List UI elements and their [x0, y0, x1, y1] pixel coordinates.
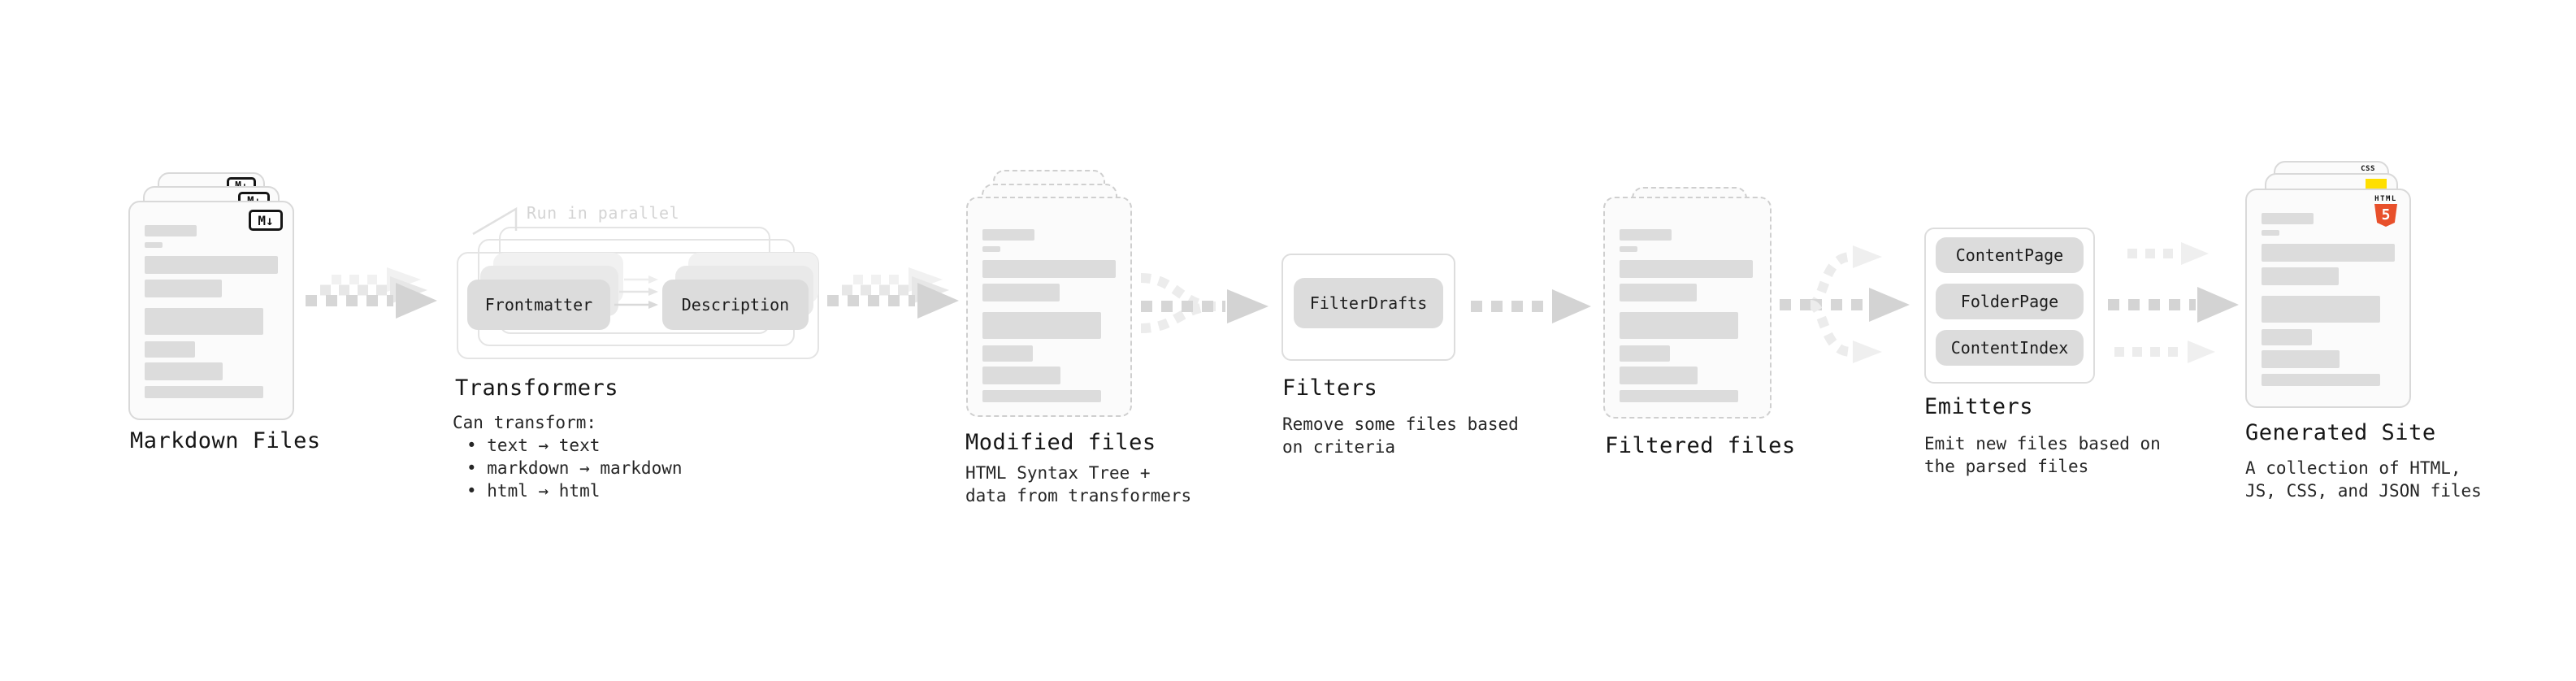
emitters-description: Emit new files based on the parsed files	[1924, 432, 2161, 478]
desc-line: on criteria	[1282, 437, 1396, 457]
flow-arrow-filters-to-filtered	[1471, 289, 1591, 323]
emitter-pill-contentindex: ContentIndex	[1936, 330, 2084, 366]
content-line	[2262, 244, 2395, 262]
desc-line: • html → html	[466, 481, 601, 501]
flow-arrow-markdown-to-transformers	[306, 267, 437, 319]
content-line	[982, 312, 1101, 339]
flow-arrow-transformers-to-modified	[827, 267, 959, 319]
content-line	[1620, 284, 1697, 301]
desc-line: JS, CSS, and JSON files	[2245, 481, 2482, 501]
content-line	[1620, 345, 1670, 362]
stage-label-transformers: Transformers	[455, 375, 619, 401]
content-line	[982, 246, 1000, 252]
file-card-front	[966, 197, 1132, 417]
file-card-front: M↓	[128, 201, 294, 420]
content-line	[145, 225, 197, 236]
content-line	[1620, 260, 1753, 278]
css-icon-label: CSS	[2361, 165, 2375, 173]
emitter-pill-contentpage: ContentPage	[1936, 237, 2084, 273]
generated-description: A collection of HTML, JS, CSS, and JSON …	[2245, 457, 2482, 502]
stage-label-modified-files: Modified files	[965, 430, 1156, 455]
transformer-pill-frontmatter: Frontmatter	[467, 280, 610, 330]
desc-line: Emit new files based on	[1924, 434, 2161, 453]
content-line	[145, 386, 263, 398]
modified-description: HTML Syntax Tree + data from transformer…	[965, 462, 1191, 507]
content-line	[145, 280, 222, 297]
html5-icon-label: HTML	[2374, 195, 2397, 203]
desc-line: HTML Syntax Tree +	[965, 463, 1151, 483]
content-line	[982, 345, 1033, 362]
content-line	[1620, 390, 1738, 402]
content-line	[2262, 296, 2380, 323]
filters-description: Remove some files based on criteria	[1282, 413, 1519, 458]
content-line	[145, 256, 278, 274]
transformer-box-front	[457, 252, 819, 359]
content-line	[982, 390, 1101, 402]
content-line	[2262, 213, 2314, 224]
js-icon	[2366, 179, 2387, 189]
desc-line: Remove some files based	[1282, 414, 1519, 434]
run-in-parallel-annotation: Run in parallel	[527, 203, 680, 223]
content-line	[1620, 367, 1698, 384]
flow-arrow-emitters-to-generated	[2108, 242, 2239, 363]
content-line	[145, 341, 195, 358]
file-card-front	[1603, 197, 1772, 419]
stage-label-emitters: Emitters	[1924, 394, 2034, 419]
annotation-leader-line	[472, 206, 518, 236]
content-line	[982, 284, 1060, 301]
markdown-icon: M↓	[249, 210, 283, 231]
content-line	[145, 362, 223, 380]
content-line	[982, 229, 1034, 241]
stage-label-filtered-files: Filtered files	[1605, 433, 1796, 458]
content-line	[2262, 374, 2380, 386]
content-line	[1620, 246, 1637, 252]
pill-arrows	[614, 275, 658, 309]
content-line	[982, 260, 1116, 278]
content-line	[2262, 329, 2312, 345]
transformers-description: Can transform: • text → text • markdown …	[453, 411, 683, 502]
stage-label-filters: Filters	[1282, 375, 1378, 401]
content-line	[2262, 230, 2279, 236]
content-line	[1620, 312, 1738, 339]
html5-icon: HTML 5	[2370, 195, 2401, 227]
desc-line: A collection of HTML,	[2245, 458, 2461, 478]
desc-line: data from transformers	[965, 486, 1192, 505]
flow-arrow-modified-to-filters	[1140, 273, 1268, 333]
content-line	[982, 367, 1060, 384]
flow-arrow-filtered-to-emitters	[1780, 245, 1910, 363]
desc-line: Can transform:	[453, 413, 597, 432]
content-line	[145, 242, 163, 248]
desc-line: the parsed files	[1924, 457, 2089, 476]
file-card-front: HTML 5	[2245, 189, 2411, 408]
stage-label-generated-site: Generated Site	[2245, 420, 2436, 445]
transformer-pill-description: Description	[662, 280, 809, 330]
desc-line: • markdown → markdown	[466, 458, 683, 478]
html5-icon-shield: 5	[2374, 204, 2397, 227]
desc-line: • text → text	[466, 436, 601, 455]
content-line	[1620, 229, 1672, 241]
filter-pill-filterdrafts: FilterDrafts	[1294, 278, 1443, 328]
content-line	[145, 308, 263, 335]
emitter-pill-folderpage: FolderPage	[1936, 284, 2084, 319]
stage-label-markdown-files: Markdown Files	[130, 428, 321, 453]
content-line	[2262, 350, 2340, 368]
content-line	[2262, 267, 2339, 285]
